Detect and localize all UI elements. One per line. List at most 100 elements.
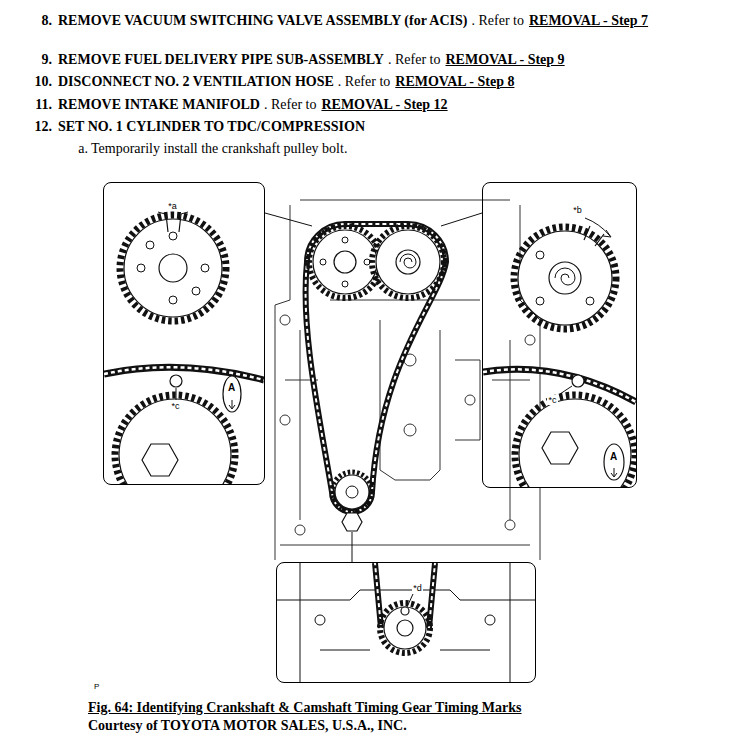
inset-illustration (115, 395, 235, 484)
inset-illustration (192, 287, 200, 295)
inset-panel: *a *c A (103, 182, 265, 485)
inset-illustration (104, 367, 264, 380)
inset-illustration (515, 395, 635, 487)
timing-chain (306, 224, 446, 512)
inset-illustration (549, 262, 581, 294)
step-text: . Refer to (338, 74, 390, 89)
inset-illustration (277, 590, 535, 600)
inset-illustration (124, 219, 222, 317)
step-number: 10. (0, 71, 52, 92)
camshaft-sprocket (334, 251, 356, 273)
step-title: SET NO. 1 CYLINDER TO TDC/COMPRESSION (58, 119, 365, 134)
inset-illustration (146, 241, 154, 249)
engine-block (275, 205, 290, 560)
timing-mark-letter: A (228, 383, 235, 393)
inset-illustration (611, 468, 617, 477)
inset-illustration (170, 375, 182, 387)
step-title: REMOVE VACUUM SWITCHING VALVE ASSEMBLY (… (58, 13, 467, 28)
inset-illustration (572, 375, 584, 387)
camshaft-sprocket (396, 250, 420, 274)
step-number: 9. (0, 49, 52, 70)
inset-illustration (603, 230, 611, 237)
camshaft-sprocket (400, 254, 416, 268)
inset-illustration (514, 227, 616, 329)
step-number: 12. (0, 116, 52, 137)
engine-block (280, 415, 290, 425)
engine-block (465, 395, 475, 405)
inset-illustration (176, 388, 177, 400)
inset-illustration (300, 563, 510, 682)
engine-block (330, 300, 480, 301)
crankshaft-sprocket (332, 472, 372, 531)
inset-illustration (584, 226, 604, 246)
leader-line (265, 213, 312, 226)
step-title: REMOVE FUEL DELIVERY PIPE SUB-ASSEMBLY (58, 52, 384, 67)
inset-illustration (483, 369, 636, 402)
figure-caption: Fig. 64: Identifying Crankshaft & Camsha… (88, 699, 522, 717)
callout-label: *c (547, 395, 557, 405)
inset-illustration (315, 615, 325, 625)
camshaft-sprocket (309, 226, 444, 298)
inset-illustration (104, 367, 264, 380)
step-line: REMOVE FUEL DELIVERY PIPE SUB-ASSEMBLY . … (58, 49, 720, 70)
inset-illustration (320, 650, 490, 651)
crankshaft-sprocket (346, 486, 358, 498)
inset-illustration (483, 218, 636, 487)
inset-illustration (159, 254, 187, 282)
step-line: REMOVE VACUUM SWITCHING VALVE ASSEMBLY (… (58, 10, 720, 31)
credit-line: Courtesy of TOYOTA MOTOR SALES, U.S.A., … (88, 717, 407, 735)
timing-chain (306, 224, 446, 512)
step-number: a. (60, 138, 88, 159)
inset-illustration (169, 232, 177, 240)
engine-block (275, 200, 540, 560)
step-title: DISCONNECT NO. 2 VENTILATION HOSE (58, 74, 334, 89)
step-text: . Refer to (388, 52, 440, 67)
crankshaft-sprocket (332, 472, 372, 512)
engine-block (300, 200, 510, 201)
engine-block (280, 315, 290, 325)
inset-illustration (223, 376, 241, 412)
engine-block (280, 545, 530, 546)
inset-illustration (560, 386, 572, 394)
inset-illustration (201, 264, 209, 272)
inset-illustration (397, 620, 413, 636)
engine-block (505, 520, 515, 530)
step-number: 8. (0, 10, 52, 31)
crankshaft-sprocket (335, 475, 369, 509)
inset-illustration (518, 231, 612, 325)
leader-line (352, 532, 353, 562)
inset-illustration (585, 218, 610, 236)
camshaft-sprocket (342, 237, 348, 243)
camshaft-sprocket (342, 281, 348, 287)
step-line: REMOVE INTAKE MANIFOLD. Refer toREMOVAL … (58, 94, 720, 115)
inset-illustration (120, 215, 226, 321)
inset-illustration (536, 251, 544, 259)
camshaft-sprocket (320, 259, 326, 265)
inset-illustration (137, 264, 145, 272)
callout-label: *a (167, 201, 178, 211)
inset-illustration (519, 399, 631, 487)
inset-illustration (407, 594, 413, 607)
step-ref-link: REMOVAL - Step 8 (395, 74, 514, 89)
engine-block (525, 335, 535, 345)
inset-illustration (542, 432, 578, 464)
inset-panel: *d (276, 562, 536, 683)
inset-illustration (104, 212, 264, 484)
step-line: DISCONNECT NO. 2 VENTILATION HOSE . Refer… (58, 71, 720, 92)
step-ref-link: REMOVAL - Step 7 (529, 13, 648, 28)
engine-block (295, 525, 305, 535)
inset-illustration (277, 563, 535, 682)
inset-illustration (536, 297, 544, 305)
inset-illustration (119, 399, 231, 484)
inset-illustration (229, 400, 235, 409)
callout-label: *c (170, 401, 180, 411)
engine-block (404, 424, 416, 436)
step-ref-link: REMOVAL - Step 12 (321, 97, 447, 112)
engine-block (285, 380, 530, 381)
callout-label: *d (412, 583, 423, 593)
inset-illustration (401, 607, 409, 615)
timing-mark-letter: A (610, 452, 617, 462)
step-ref-link: REMOVAL - Step 9 (445, 52, 564, 67)
crankshaft-sprocket (342, 513, 362, 531)
